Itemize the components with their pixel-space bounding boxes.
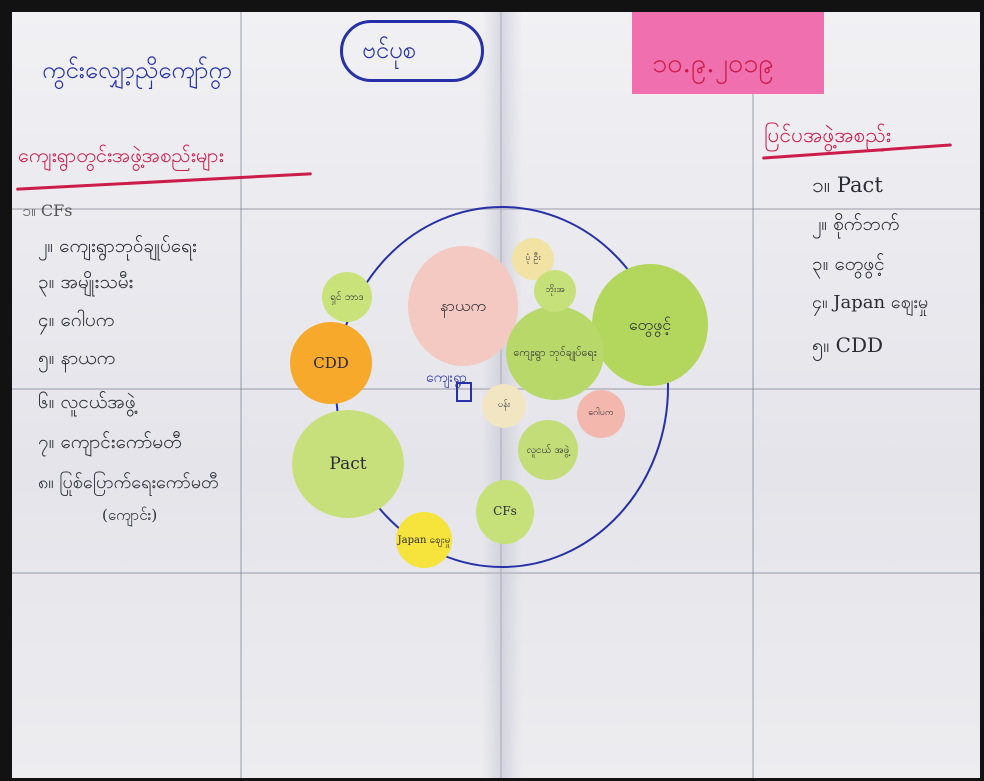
- left-list-item: (ကျောင်း): [102, 506, 158, 524]
- date-text: ၁၀.၉.၂၀၁၉: [652, 48, 774, 79]
- fold-line: [240, 12, 242, 778]
- bubble-twebhwin: တွေဖွင့်: [592, 264, 708, 386]
- right-list-item: ၁။ Pact: [812, 173, 883, 197]
- bubble-village-admin: ကျေးရွာ ဘုဝ်ချုပ်ရေး: [506, 306, 604, 400]
- village-marker: [456, 382, 472, 402]
- cloud-label: ဗင်ပုစ: [362, 36, 417, 64]
- left-list-item: ၃။ အမျိုးသမီး: [38, 271, 134, 293]
- date-note: [632, 12, 824, 94]
- left-heading-underline: [16, 172, 312, 191]
- left-list-item: ၂။ ကျေးရွာဘုဝ်ချုပ်ရေး: [38, 235, 197, 257]
- right-list-item: ၃။ တွေဖွင့်: [812, 253, 885, 275]
- bubble-tiny-green: ဘိုးအ: [534, 270, 576, 312]
- bubble-japan: Japan ဈေးမှု: [396, 512, 452, 568]
- left-list-item: ၆။ လူငယ်အဖွဲ့: [38, 391, 136, 413]
- right-list-item: ၄။ Japan ဈေးမှု: [812, 292, 929, 313]
- right-list-item: ၂။ စိုက်ဘက်: [812, 213, 900, 235]
- left-list-item: ၄။ ဂေါပက: [38, 309, 115, 331]
- left-list-item: ၁။ CFs: [22, 201, 73, 220]
- bubble-cdd: CDD: [290, 322, 372, 404]
- bubble-cfs: CFs: [476, 480, 534, 544]
- cloud-shape: [340, 20, 484, 82]
- left-list-item: ၇။ ကျောင်းကော်မတီ: [38, 431, 182, 453]
- fold-line: [752, 12, 754, 778]
- bubble-pact: Pact: [292, 410, 404, 518]
- bubble-youth-small: ရှင် ဘာဒ: [322, 272, 372, 322]
- bubble-gawpaka: ဂေါပက: [577, 390, 625, 438]
- left-list-item: ၅။ နာယက: [38, 347, 116, 369]
- left-list-item: ၈။ ပြုစ်ပြောက်ရေးကော်မတီ: [38, 472, 219, 493]
- left-heading: ကျေးရွာတွင်းအဖွဲ့အစည်းများ: [18, 143, 224, 167]
- bubble-nayaka: နာယက: [408, 246, 518, 366]
- bubble-mini-cream: ပန်း: [482, 384, 526, 428]
- flipchart-paper: ကွင်းလျှော့ညှိကျော်ဂွာ ဗင်ပုစ ၁၀.၉.၂၀၁၉ …: [12, 12, 980, 778]
- right-heading: ပြင်ပအဖွဲ့အစည်း: [764, 123, 892, 147]
- right-list-item: ၅။ CDD: [812, 333, 884, 357]
- page-title: ကွင်းလျှော့ညှိကျော်ဂွာ: [42, 56, 232, 84]
- bubble-youth-group: လူငယ် အဖွဲ့: [518, 420, 578, 480]
